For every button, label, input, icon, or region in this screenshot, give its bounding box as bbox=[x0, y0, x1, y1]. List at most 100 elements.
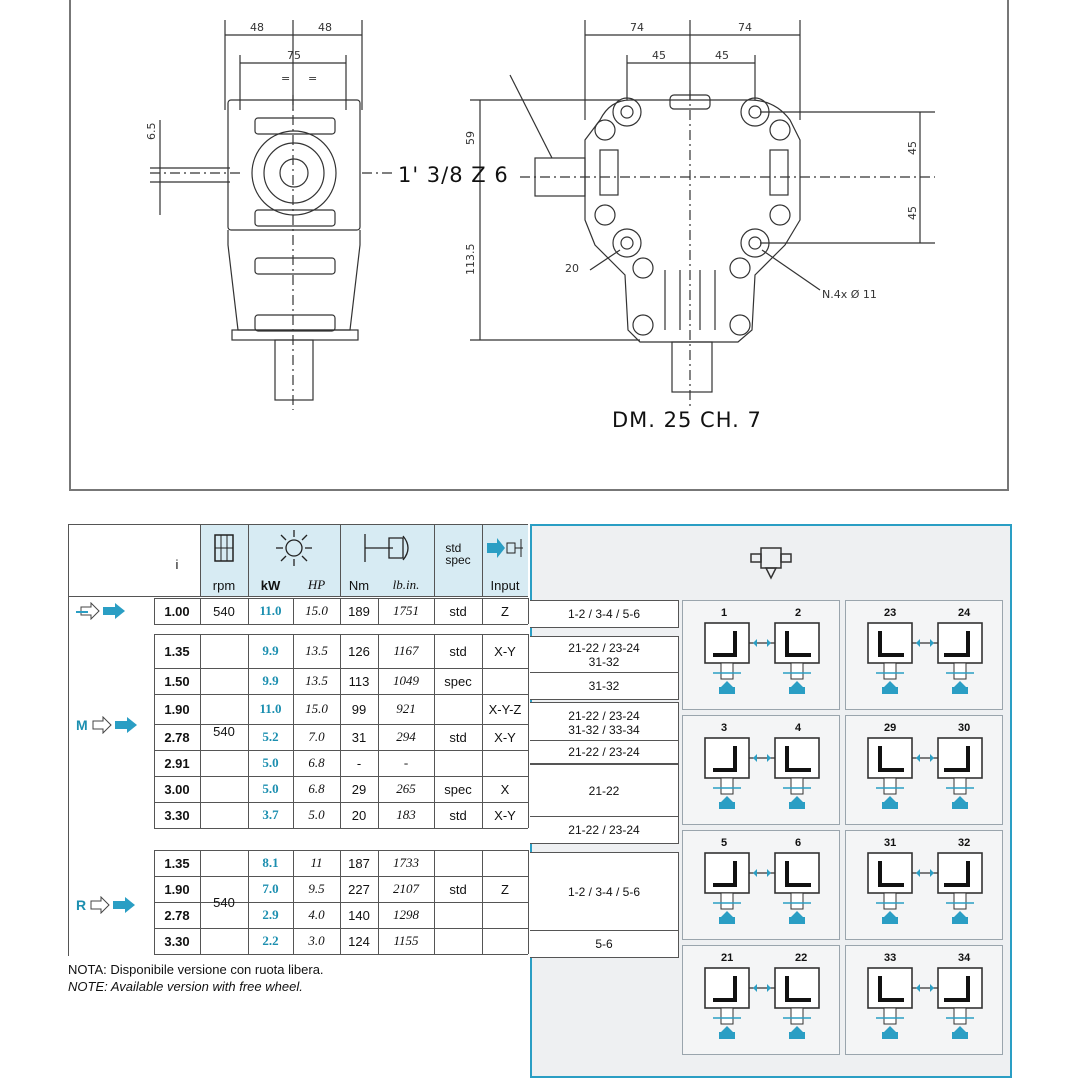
table-rule bbox=[434, 524, 435, 596]
dim-45-right-a: 45 bbox=[906, 141, 919, 155]
table-rule bbox=[154, 928, 248, 929]
table-rule bbox=[248, 750, 528, 751]
hp-cell: 13.5 bbox=[305, 643, 328, 658]
hp-cell: 5.0 bbox=[308, 807, 325, 822]
gearbox-top-icon bbox=[750, 547, 792, 580]
std-cell: std bbox=[449, 881, 467, 897]
table-rule bbox=[293, 598, 294, 624]
dim-74-b: 74 bbox=[738, 21, 752, 34]
table-rule bbox=[248, 634, 528, 635]
hp-cell: 13.5 bbox=[305, 673, 328, 688]
rpm-header: rpm bbox=[212, 577, 236, 593]
table-rule bbox=[248, 634, 249, 828]
std-cell: std bbox=[449, 807, 467, 823]
config-diagram bbox=[704, 852, 820, 924]
combination-cell: 21-22 bbox=[530, 764, 679, 818]
nm-cell: - bbox=[356, 755, 362, 771]
table-rule bbox=[293, 634, 294, 828]
kw-cell: 5.2 bbox=[262, 729, 279, 744]
ratio-cell: 3.30 bbox=[164, 933, 190, 949]
table-outer-rule bbox=[68, 524, 69, 956]
group-letter: R bbox=[76, 897, 87, 913]
table-rule bbox=[293, 850, 294, 954]
std-cell: spec bbox=[444, 781, 472, 797]
config-number-a: 3 bbox=[721, 722, 728, 734]
hp-cell: 6.8 bbox=[308, 755, 325, 770]
note-english: NOTE: Available version with free wheel. bbox=[68, 979, 303, 994]
nm-cell: 29 bbox=[351, 781, 367, 797]
lbin-cell: 265 bbox=[396, 781, 416, 796]
config-number-a: 1 bbox=[721, 607, 728, 619]
ratio-cell: 3.30 bbox=[164, 807, 190, 823]
ratio-cell: 1.90 bbox=[164, 701, 190, 717]
kw-cell: 2.9 bbox=[262, 907, 279, 922]
table-rule bbox=[154, 828, 528, 829]
dim-48-a: 48 bbox=[250, 21, 264, 34]
ratio-cell: 1.00 bbox=[164, 603, 190, 619]
config-number-b: 4 bbox=[795, 722, 802, 734]
ratio-cell: 1.90 bbox=[164, 881, 190, 897]
table-rule bbox=[340, 598, 341, 624]
table-rule bbox=[248, 598, 528, 599]
kw-header: kW bbox=[260, 577, 281, 593]
combination-cell: 21-22 / 23-24 bbox=[530, 816, 679, 844]
ratio-cell: 2.78 bbox=[164, 907, 190, 923]
kw-cell: 9.9 bbox=[262, 643, 279, 658]
table-rule bbox=[248, 776, 528, 777]
note-italian: NOTA: Disponibile versione con ruota lib… bbox=[68, 962, 324, 977]
table-rule bbox=[482, 598, 483, 624]
std-cell: std bbox=[449, 643, 467, 659]
nm-cell: 20 bbox=[351, 807, 367, 823]
hp-cell: 15.0 bbox=[305, 603, 328, 618]
rpm-cell: 540 bbox=[213, 894, 235, 910]
table-rule bbox=[154, 624, 528, 625]
direction-arrow-icon bbox=[90, 896, 136, 914]
nm-header: Nm bbox=[348, 577, 370, 593]
dim-45-a: 45 bbox=[652, 49, 666, 62]
hp-cell: 11 bbox=[310, 855, 323, 870]
table-rule bbox=[154, 634, 248, 635]
lbin-cell: 1751 bbox=[393, 603, 419, 618]
kw-cell: 9.9 bbox=[262, 673, 279, 688]
config-number-a: 29 bbox=[884, 722, 897, 734]
table-rule bbox=[248, 668, 528, 669]
nm-cell: 189 bbox=[348, 603, 370, 619]
input-cell: X-Y bbox=[494, 729, 516, 745]
table-rule bbox=[248, 850, 249, 954]
table-rule bbox=[248, 928, 528, 929]
rpm-header-icon bbox=[200, 526, 248, 570]
power-header-icon bbox=[248, 526, 340, 570]
pto-shaft-icon bbox=[214, 534, 234, 562]
eq-mark-b: = bbox=[308, 72, 317, 85]
config-number-b: 2 bbox=[795, 607, 802, 619]
table-rule bbox=[154, 850, 248, 851]
torque-header-icon bbox=[340, 526, 434, 570]
table-rule bbox=[248, 598, 249, 624]
config-number-b: 22 bbox=[795, 952, 808, 964]
kw-cell: 8.1 bbox=[262, 855, 279, 870]
table-rule bbox=[378, 598, 379, 624]
ratio-cell: 1.50 bbox=[164, 673, 190, 689]
direction-arrow-icon bbox=[80, 602, 125, 620]
dash-mark bbox=[76, 611, 88, 613]
kw-cell: 3.7 bbox=[262, 807, 279, 822]
rpm-cell: 540 bbox=[213, 603, 235, 619]
table-rule bbox=[528, 598, 529, 624]
hp-cell: 3.0 bbox=[308, 933, 325, 948]
table-rule bbox=[154, 694, 248, 695]
ratio-cell: 2.91 bbox=[164, 755, 190, 771]
table-rule bbox=[482, 634, 483, 828]
table-rule bbox=[248, 850, 528, 851]
table-rule bbox=[68, 596, 528, 597]
dim-6-5: 6.5 bbox=[145, 123, 158, 141]
combination-cell: 1-2 / 3-4 / 5-6 bbox=[530, 852, 679, 932]
eq-mark-a: = bbox=[281, 72, 290, 85]
dim-48-b: 48 bbox=[318, 21, 332, 34]
hp-cell: 9.5 bbox=[308, 881, 325, 896]
std-cell: std bbox=[449, 729, 467, 745]
table-rule bbox=[482, 850, 483, 954]
